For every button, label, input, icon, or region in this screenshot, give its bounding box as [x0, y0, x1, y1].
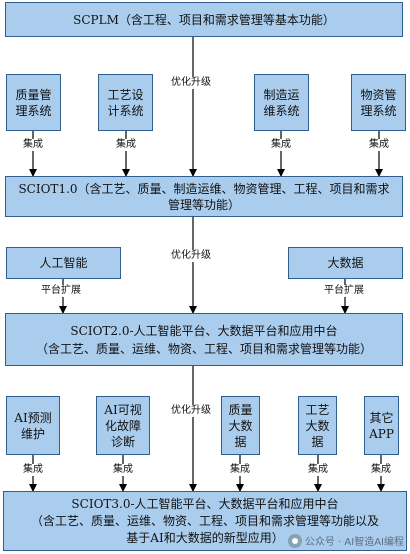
- app-ai-visual-diagnosis-text: AI可视 化故障 诊断: [104, 402, 142, 449]
- manufacturing-system-text: 制造运 维系统: [263, 87, 300, 118]
- process-system-box: 工艺设 计系统: [98, 74, 153, 131]
- scplm-text: SCPLM（含工程、项目和需求管理等基本功能）: [73, 12, 335, 27]
- quality-system-box: 质量管 理系统: [6, 74, 61, 131]
- sciot3-box: SCIOT3.0-人工智能平台、大数据平台和应用中台 （含工艺、质量、运维、物资…: [3, 491, 407, 551]
- process-system-text: 工艺设 计系统: [107, 87, 144, 118]
- materials-system-box: 物资管 理系统: [351, 74, 406, 131]
- app-ai-predictive-text: AI预测 维护: [14, 410, 52, 441]
- scplm-box: SCPLM（含工程、项目和需求管理等基本功能）: [5, 2, 403, 37]
- integrate-label-2: 集成: [115, 139, 137, 151]
- app-process-bigdata-text: 工艺 大数 据: [305, 402, 330, 449]
- manufacturing-system-box: 制造运 维系统: [254, 74, 309, 131]
- sciot2-text: SCIOT2.0-人工智能平台、大数据平台和应用中台 （含工艺、质量、运维、物资…: [35, 323, 372, 356]
- sciot1-box: SCIOT1.0（含工艺、质量、制造运维、物资管理、工程、项目和需求管理等功能）: [5, 176, 403, 217]
- integrate-label-9: 集成: [370, 464, 392, 476]
- bigdata-text: 大数据: [327, 256, 364, 270]
- platform-expand-label-2: 平台扩展: [323, 285, 365, 297]
- app-other-box: 其它 APP: [364, 396, 399, 455]
- integrate-label-3: 集成: [270, 139, 292, 151]
- app-ai-predictive-box: AI预测 维护: [6, 396, 60, 455]
- quality-system-text: 质量管 理系统: [15, 87, 52, 118]
- upgrade-label-3: 优化升级: [170, 405, 212, 417]
- app-process-bigdata-box: 工艺 大数 据: [298, 396, 337, 455]
- sciot2-box: SCIOT2.0-人工智能平台、大数据平台和应用中台 （含工艺、质量、运维、物资…: [5, 313, 403, 366]
- app-quality-bigdata-box: 质量 大数 据: [221, 396, 260, 455]
- upgrade-label-2: 优化升级: [170, 250, 212, 262]
- integrate-label-5: 集成: [22, 464, 44, 476]
- ai-box: 人工智能: [6, 247, 121, 279]
- integrate-label-7: 集成: [229, 464, 251, 476]
- integrate-label-6: 集成: [112, 464, 134, 476]
- wechat-logo-icon: [287, 533, 302, 548]
- platform-expand-label-1: 平台扩展: [40, 285, 82, 297]
- sciot1-text: SCIOT1.0（含工艺、质量、制造运维、物资管理、工程、项目和需求管理等功能）: [18, 181, 390, 212]
- materials-system-text: 物资管 理系统: [360, 87, 397, 118]
- integrate-label-4: 集成: [368, 139, 390, 151]
- watermark-text: 公众号 · AI智造AI编程: [304, 537, 404, 548]
- upgrade-label-1: 优化升级: [170, 77, 212, 89]
- watermark: 公众号 · AI智造AI编程: [287, 533, 404, 548]
- bigdata-box: 大数据: [288, 247, 403, 279]
- app-quality-bigdata-text: 质量 大数 据: [228, 402, 253, 449]
- sciot3-text: SCIOT3.0-人工智能平台、大数据平台和应用中台 （含工艺、质量、运维、物资…: [30, 496, 379, 545]
- integrate-label-1: 集成: [22, 139, 44, 151]
- app-ai-visual-diagnosis-box: AI可视 化故障 诊断: [96, 396, 150, 455]
- ai-text: 人工智能: [39, 256, 88, 270]
- integrate-label-8: 集成: [307, 464, 329, 476]
- app-other-text: 其它 APP: [369, 410, 394, 441]
